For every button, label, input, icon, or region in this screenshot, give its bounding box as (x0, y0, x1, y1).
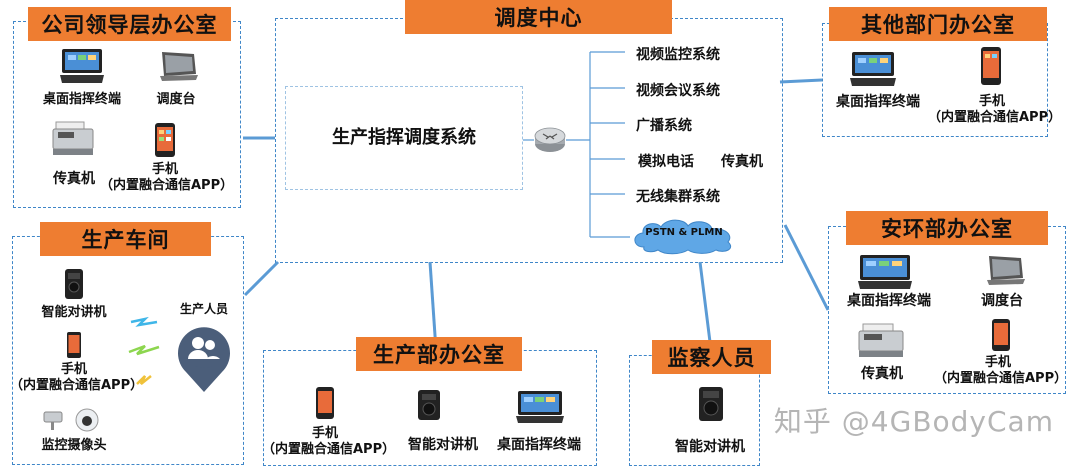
workshop-staff-label: 生产人员 (179, 302, 228, 316)
desktop-terminal-icon (858, 255, 912, 289)
safety-console-label: 调度台 (981, 293, 1023, 309)
phone-icon (981, 47, 1001, 85)
link-workshop (243, 260, 280, 297)
leadership-title: 公司领导层办公室 (28, 7, 231, 41)
desktop-terminal-icon (60, 49, 104, 83)
system-trunking: 无线集群系统 (636, 189, 720, 205)
intercom-icon (418, 390, 440, 420)
safety-desktop-label: 桌面指挥终端 (847, 293, 931, 309)
desktop-terminal-icon (850, 52, 896, 86)
core-system-box (285, 86, 523, 190)
leadership-console-label: 调度台 (156, 92, 196, 107)
link-production (428, 261, 438, 351)
safety-title: 安环部办公室 (846, 211, 1048, 245)
phone-icon (67, 332, 81, 358)
production-desktop-label: 桌面指挥终端 (497, 437, 581, 453)
other-desktop-label: 桌面指挥终端 (836, 94, 920, 110)
supervision-title: 监察人员 (652, 340, 771, 374)
production-intercom-label: 智能对讲机 (408, 437, 478, 453)
desktop-terminal-icon (516, 391, 564, 423)
fax-icon (52, 121, 94, 155)
wireless-signal-icon (128, 316, 160, 385)
system-analog-phone: 模拟电话 (638, 154, 694, 170)
workshop-phone-label-2: （内置融合通信APP） (10, 378, 144, 393)
staff-location-icon (178, 327, 231, 392)
link-other (779, 78, 823, 84)
system-video-surveillance: 视频监控系统 (636, 47, 720, 63)
dispatch-center-title: 调度中心 (405, 0, 672, 34)
workshop-camera-label: 监控摄像头 (41, 438, 107, 453)
leadership-phone-label-1: 手机 (151, 162, 178, 177)
camera-icon (43, 408, 99, 432)
phone-icon (992, 319, 1010, 351)
other-phone-label-1: 手机 (978, 94, 1005, 109)
supervision-intercom-label: 智能对讲机 (675, 439, 745, 455)
other-dept-title: 其他部门办公室 (829, 7, 1047, 41)
fax-icon (858, 323, 904, 357)
router-icon (534, 127, 566, 152)
system-bus (523, 51, 630, 238)
other-phone-label-2: （内置融合通信APP） (928, 110, 1062, 125)
safety-phone-label-2: （内置融合通信APP） (934, 371, 1068, 386)
cloud-icon (634, 219, 732, 255)
watermark: 知乎 @4GBodyCam (773, 405, 1054, 438)
safety-phone-label-1: 手机 (984, 355, 1011, 370)
system-broadcast: 广播系统 (636, 118, 692, 134)
leadership-phone-label-2: （内置融合通信APP） (100, 178, 234, 193)
intercom-icon (65, 269, 83, 299)
production-phone-label-2: （内置融合通信APP） (262, 442, 396, 457)
link-safety (783, 224, 830, 311)
intercom-icon (699, 387, 723, 421)
link-supervision (698, 261, 712, 343)
console-icon (987, 256, 1025, 285)
console-icon (160, 52, 198, 81)
safety-fax-label: 传真机 (861, 366, 903, 382)
system-fax: 传真机 (721, 154, 763, 170)
phone-icon (316, 387, 334, 419)
system-video-conference: 视频会议系统 (636, 83, 720, 99)
workshop-intercom-label: 智能对讲机 (41, 305, 107, 320)
workshop-phone-label-1: 手机 (60, 362, 87, 377)
core-system-label: 生产指挥调度系统 (332, 127, 476, 148)
leadership-fax-label: 传真机 (53, 171, 95, 187)
leadership-desktop-label: 桌面指挥终端 (42, 92, 121, 107)
production-title: 生产部办公室 (356, 337, 522, 371)
cloud-label: PSTN & PLMN (645, 227, 723, 238)
production-phone-label-1: 手机 (311, 426, 338, 441)
workshop-title: 生产车间 (40, 222, 211, 256)
phone-icon (155, 123, 175, 157)
